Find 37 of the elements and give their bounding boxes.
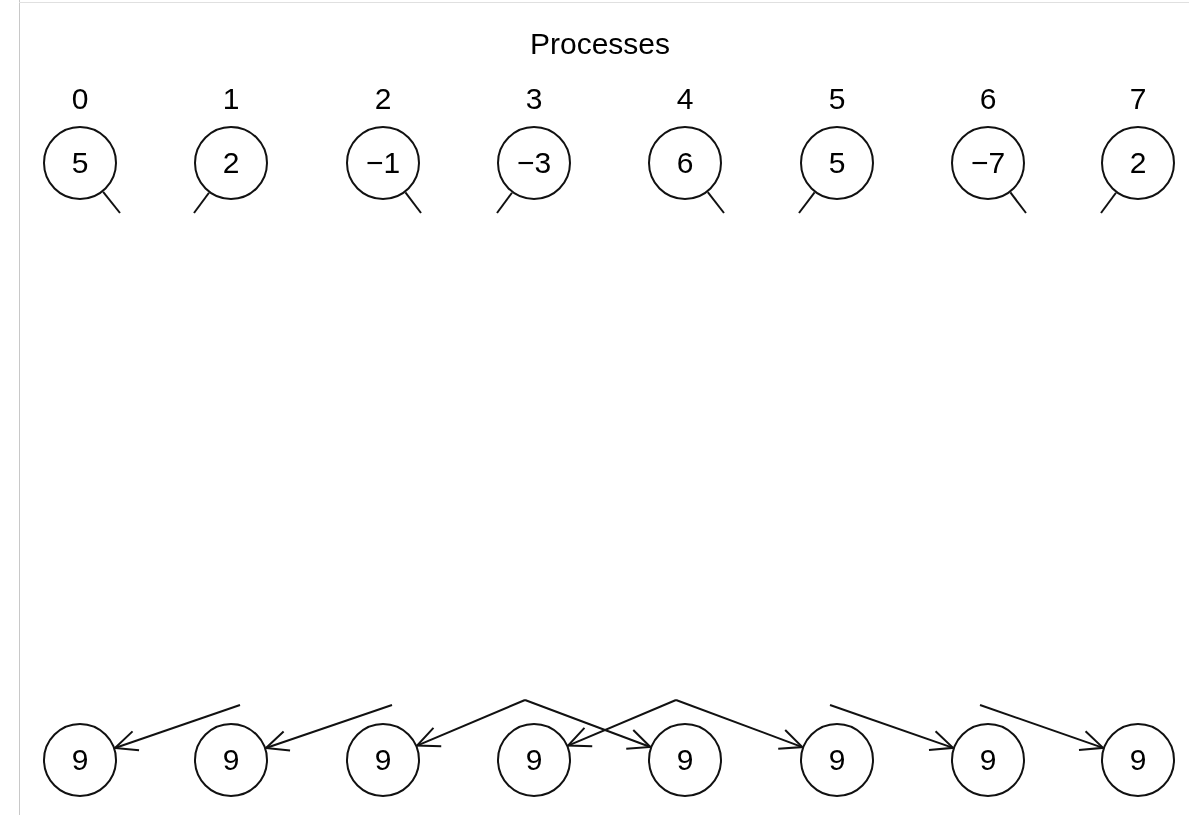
value-text: 5 xyxy=(828,146,846,180)
process-number: 0 xyxy=(70,81,90,117)
process-number: 4 xyxy=(675,81,695,117)
line-stub xyxy=(1009,191,1027,214)
value-text: 9 xyxy=(1129,743,1147,777)
line-stub xyxy=(798,191,816,214)
process-number: 2 xyxy=(373,81,393,117)
line-stub xyxy=(706,191,725,214)
value-text: −3 xyxy=(516,146,552,180)
arrow xyxy=(416,699,526,748)
line-stub xyxy=(102,190,121,214)
value-text: −7 xyxy=(970,146,1006,180)
process-number: 1 xyxy=(221,81,241,117)
value-text: 9 xyxy=(222,743,240,777)
process-number: 3 xyxy=(524,81,544,117)
value-text: 2 xyxy=(1129,146,1147,180)
value-text: 6 xyxy=(676,146,694,180)
line-stub xyxy=(404,191,422,214)
arrow xyxy=(114,704,241,752)
value-text: 9 xyxy=(71,743,89,777)
line-stub xyxy=(193,191,210,214)
arrow xyxy=(265,704,393,752)
value-text: 9 xyxy=(374,743,392,777)
process-number: 6 xyxy=(978,81,998,117)
value-text: −1 xyxy=(365,146,401,180)
line-stub xyxy=(496,191,513,214)
arrow xyxy=(567,699,677,748)
value-text: 9 xyxy=(979,743,997,777)
title: Processes xyxy=(528,26,672,62)
line-stub xyxy=(1100,191,1117,214)
value-text: 9 xyxy=(828,743,846,777)
value-text: 2 xyxy=(222,146,240,180)
process-number: 5 xyxy=(827,81,847,117)
value-text: 9 xyxy=(525,743,543,777)
value-text: 5 xyxy=(71,146,89,180)
process-number: 7 xyxy=(1128,81,1148,117)
value-text: 9 xyxy=(676,743,694,777)
